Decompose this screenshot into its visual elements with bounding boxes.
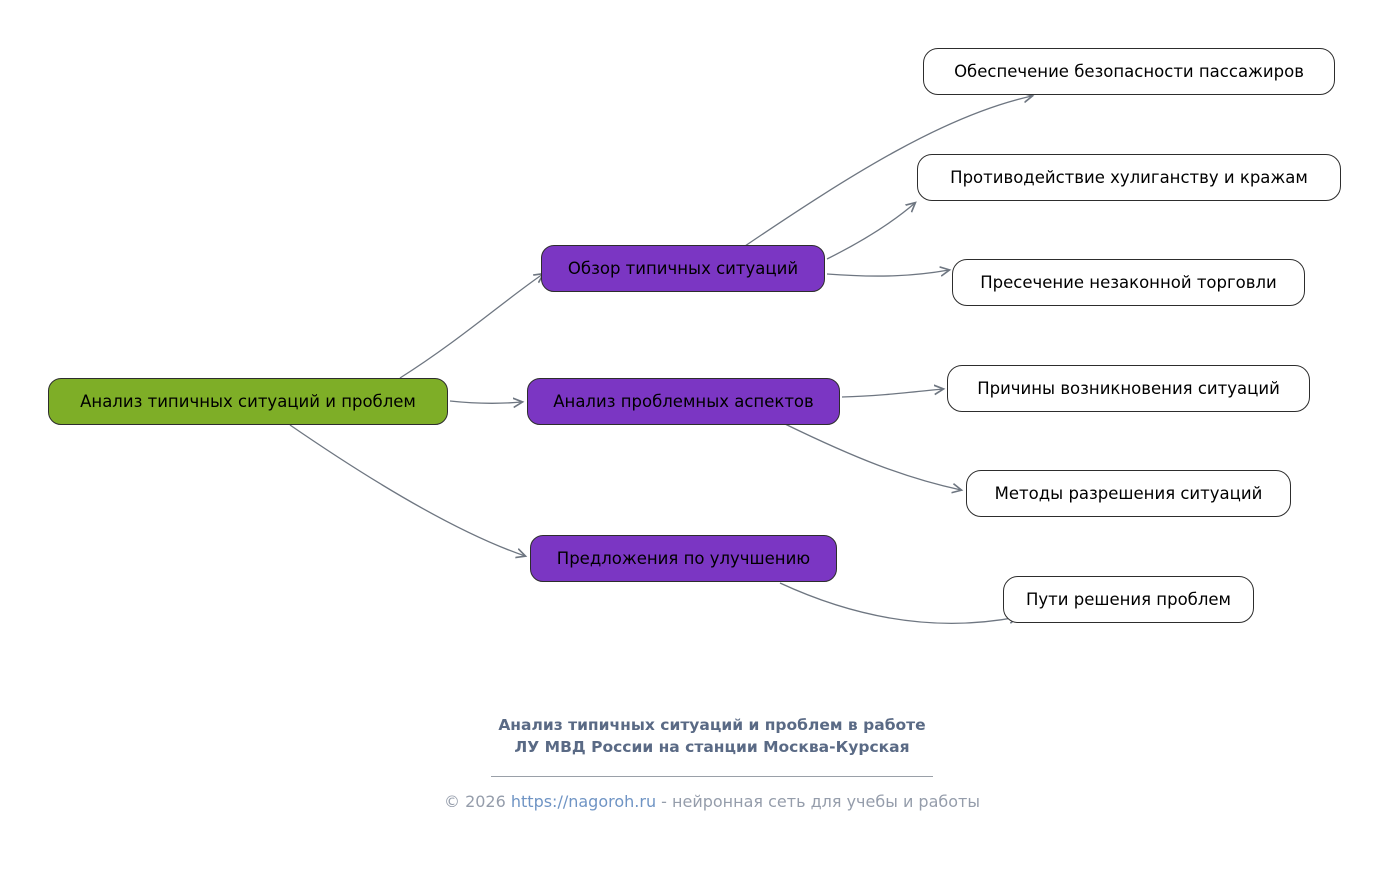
leaf-node-resolution-methods: Методы разрешения ситуаций [966,470,1291,517]
footer-copyright-prefix: © 2026 [443,791,511,811]
branch-node-analysis: Анализ проблемных аспектов [527,378,840,425]
branch-node-label: Обзор типичных ситуаций [567,259,799,278]
leaf-node-label: Методы разрешения ситуаций [994,484,1263,503]
leaf-node-label: Пресечение незаконной торговли [980,273,1277,292]
leaf-node-label: Причины возникновения ситуаций [977,379,1280,398]
edge-root-to-branch2 [449,401,522,403]
footer-title: Анализ типичных ситуаций и проблем в раб… [394,714,1030,759]
footer-title-line2: ЛУ МВД России на станции Москва-Курская [514,738,910,757]
root-node-label: Анализ типичных ситуаций и проблем [80,392,416,411]
footer-title-line1: Анализ типичных ситуаций и проблем в раб… [498,716,926,734]
edge-branch2-to-leaf5 [784,423,961,490]
branch-node-proposals: Предложения по улучшению [530,535,837,582]
footer-copyright: © 2026 https://nagoroh.ru - нейронная се… [394,792,1030,811]
branch-node-label: Анализ проблемных аспектов [553,392,814,411]
footer-copyright-suffix: - нейронная сеть для учебы и работы [656,791,980,811]
footer-url-link[interactable]: https://nagoroh.ru [510,791,657,811]
leaf-node-label: Пути решения проблем [1026,590,1231,609]
edge-branch1-to-leaf1 [744,96,1032,247]
branch-node-label: Предложения по улучшению [556,549,811,568]
footer: Анализ типичных ситуаций и проблем в раб… [394,714,1030,811]
leaf-node-label: Обеспечение безопасности пассажиров [954,62,1304,81]
leaf-node-passenger-safety: Обеспечение безопасности пассажиров [923,48,1335,95]
edge-branch1-to-leaf3 [826,270,949,276]
leaf-node-illegal-trade: Пресечение незаконной торговли [952,259,1305,306]
edge-root-to-branch1 [399,274,543,379]
leaf-node-problem-solutions: Пути решения проблем [1003,576,1254,623]
edge-root-to-branch3 [289,424,525,556]
edge-branch3-to-leaf6 [779,582,1018,623]
leaf-node-situation-causes: Причины возникновения ситуаций [947,365,1310,412]
leaf-node-label: Противодействие хулиганству и кражам [950,168,1308,187]
leaf-node-hooliganism-theft: Противодействие хулиганству и кражам [917,154,1341,201]
footer-divider [491,775,933,777]
root-node: Анализ типичных ситуаций и проблем [48,378,448,425]
edge-branch2-to-leaf4 [841,389,943,398]
edge-branch1-to-leaf2 [826,203,915,260]
branch-node-overview: Обзор типичных ситуаций [541,245,825,292]
